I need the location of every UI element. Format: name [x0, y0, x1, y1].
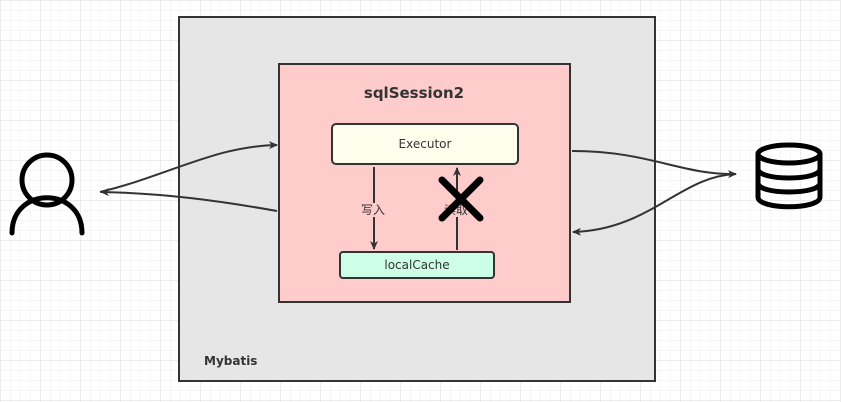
database-icon — [755, 142, 823, 210]
result-arrow — [572, 173, 737, 236]
mybatis-label: Mybatis — [204, 354, 258, 368]
query-arrow — [571, 150, 737, 179]
user-icon — [9, 152, 85, 236]
read-edge-label: 读取 — [443, 203, 470, 217]
localcache-label: localCache — [384, 258, 450, 272]
executor-node: Executor — [331, 123, 519, 165]
localcache-node: localCache — [339, 251, 495, 279]
response-arrow — [100, 188, 278, 212]
sqlsession-title: sqlSession2 — [363, 84, 465, 102]
request-arrow — [99, 141, 278, 193]
write-edge-label: 写入 — [360, 203, 387, 217]
executor-label: Executor — [398, 137, 452, 151]
